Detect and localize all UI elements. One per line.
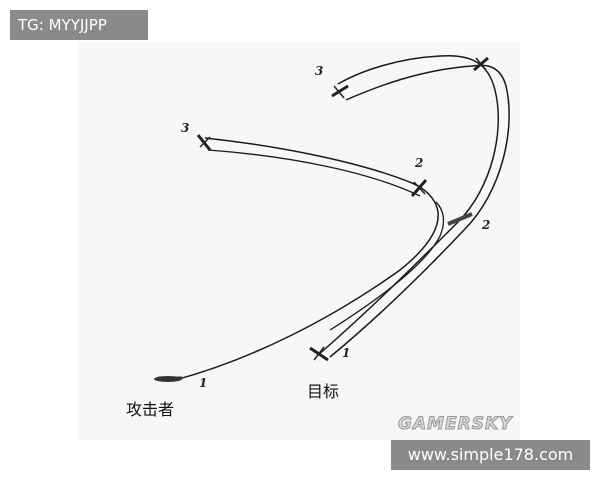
target-aircraft-2-icon [447,212,473,226]
attacker-track-outer [174,137,439,381]
target-aircraft-1-icon [309,346,329,362]
attacker-aircraft-2-icon [410,179,428,197]
target-caption: 目标 [307,382,340,401]
paper-area [78,42,520,440]
attacker-position-1-label: 1 [199,376,208,390]
attacker-caption: 攻击者 [126,400,175,419]
attacker-position-3-label: 3 [181,121,190,135]
attacker-aircraft-1-icon [154,376,182,382]
target-aircraft-3-icon [331,84,349,99]
attacker-track-ribbon-lower [207,149,421,197]
target-position-3-label: 3 [315,64,324,78]
target-aircraft-top-icon [473,56,489,72]
watermark-bottom: www.simple178.com [391,440,590,470]
gamersky-logo: GAMERSKY [397,414,513,435]
target-track-inner [329,64,510,358]
target-track-outer [317,54,500,356]
watermark-top: TG: MYYJJPP [10,10,148,40]
attacker-position-2-label: 2 [415,156,424,170]
attacker-aircraft-3-icon [196,134,212,151]
target-position-1-label: 1 [342,346,351,360]
target-position-2-label: 2 [482,218,491,232]
